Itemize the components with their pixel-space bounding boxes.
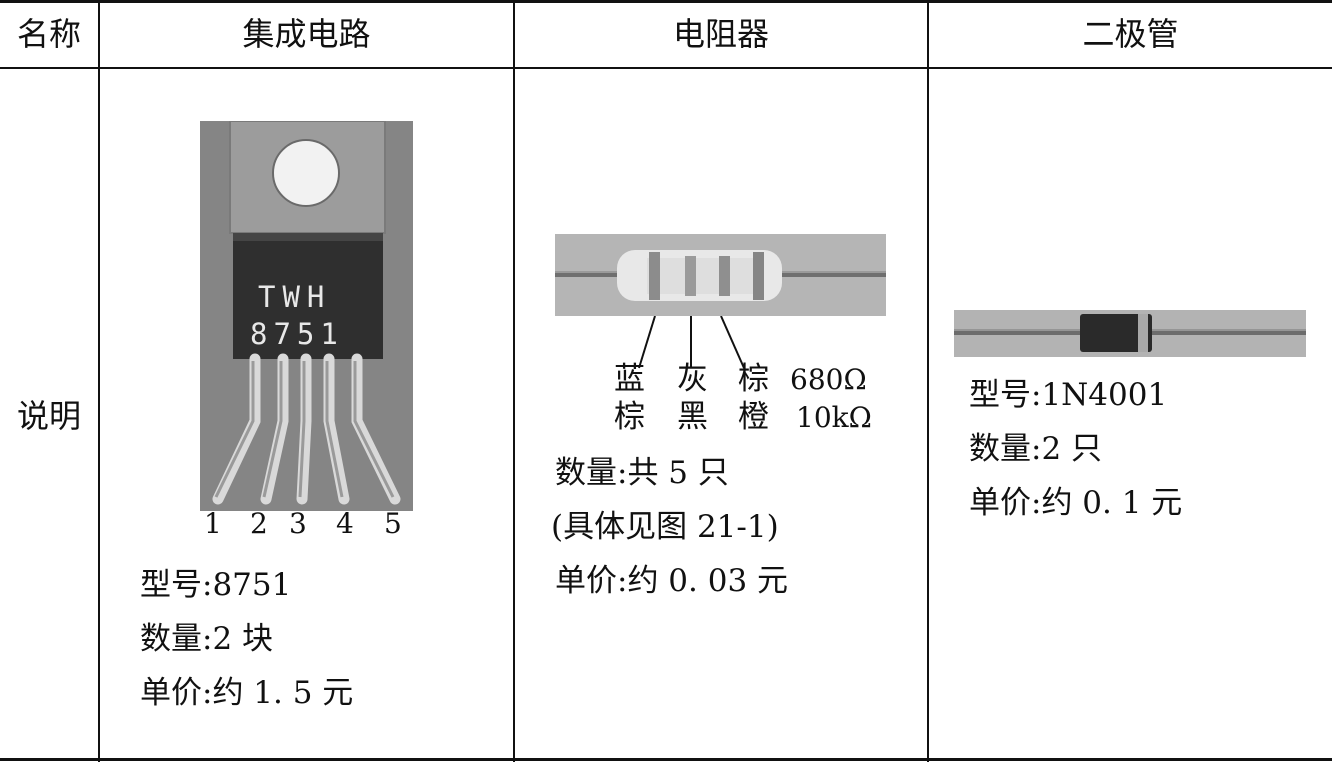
resistor-band-grey: 灰: [677, 361, 708, 397]
resistor-band-brown-2: 棕: [614, 399, 645, 435]
header-name: 名称: [16, 15, 81, 53]
ic-price: 单价:约 1. 5 元: [140, 675, 354, 711]
resistor-band-blue: 蓝: [614, 361, 645, 397]
resistor-band-brown: 棕: [738, 361, 769, 397]
resistor-band-black: 黑: [677, 399, 708, 435]
resistor-pointer-lines: [638, 316, 745, 369]
resistor-reference: (具体见图 21-1): [551, 509, 779, 545]
resistor-price: 单价:约 0. 03 元: [555, 563, 789, 599]
header-diode: 二极管: [1082, 15, 1179, 53]
ic-pin-label-1: 1: [204, 507, 222, 540]
row-label: 说明: [16, 397, 81, 435]
top-rule: [0, 0, 1332, 3]
ic-pin-label-2: 2: [250, 507, 268, 540]
ic-illustration: [200, 121, 413, 545]
resistor-value-680: 680Ω: [790, 363, 867, 396]
diode-price: 单价:约 0. 1 元: [969, 485, 1183, 521]
ic-quantity: 数量:2 块: [140, 621, 274, 657]
resistor-quantity: 数量:共 5 只: [555, 455, 729, 491]
diode-model: 型号:1N4001: [969, 377, 1168, 413]
diode-illustration: [954, 314, 1306, 352]
resistor-value-10k: 10kΩ: [796, 401, 872, 434]
ic-model: 型号:8751: [140, 567, 292, 603]
header-ic: 集成电路: [242, 15, 371, 53]
resistor-illustration: [555, 250, 886, 301]
resistor-photo: [555, 234, 886, 316]
column-divider-1: [98, 0, 100, 762]
diode-quantity: 数量:2 只: [969, 431, 1103, 467]
bottom-rule: [0, 758, 1332, 761]
ic-photo: [200, 121, 413, 545]
header-divider: [0, 67, 1332, 69]
header-resistor: 电阻器: [672, 15, 769, 53]
ic-marking-line-1: TWH: [258, 280, 332, 314]
column-divider-2: [513, 0, 515, 762]
resistor-band-orange: 橙: [738, 399, 769, 435]
ic-marking-line-2: 8751: [250, 317, 344, 351]
ic-pin-label-5: 5: [384, 507, 402, 540]
ic-pin-label-4: 4: [336, 507, 354, 540]
ic-pin-label-3: 3: [289, 507, 307, 540]
diode-photo: [954, 310, 1306, 357]
column-divider-3: [927, 0, 929, 762]
